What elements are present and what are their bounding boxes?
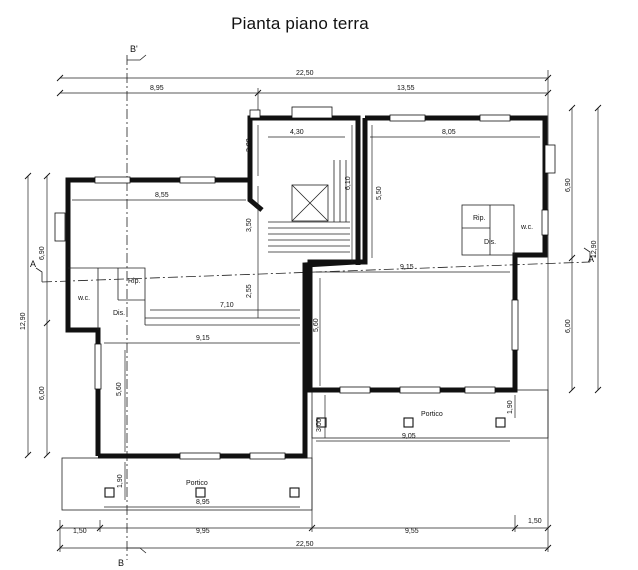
section-label-b-top: B'	[130, 44, 138, 54]
section-label-a-left: A	[30, 259, 36, 269]
dim-left-lower-height: 5,60	[116, 382, 123, 396]
page-title: Pianta piano terra	[231, 14, 369, 33]
dim-right-room-height: 5,50	[376, 186, 383, 200]
section-arrow-b-top	[127, 54, 147, 61]
section-axes: B' B A A'	[30, 44, 596, 568]
dim-left-outer-lower: 6,00	[39, 386, 46, 400]
dim-stair-h-mid: 3,50	[246, 218, 253, 232]
section-arrow-a-right	[583, 247, 591, 262]
section-label-b-bottom: B	[118, 558, 124, 568]
room-labels: Rip. w.c. Dis. Rip. Dis. w.c. Portico Po…	[77, 215, 533, 487]
room-label-portico-right: Portico	[421, 411, 443, 418]
pillar	[316, 417, 327, 428]
dim-bottom-total: 22,50	[296, 541, 314, 548]
portico-pillars	[104, 417, 506, 498]
dim-stair-h-top: 3,00	[246, 138, 253, 152]
pillar	[104, 487, 115, 498]
windows	[54, 106, 556, 460]
dim-lower-corridor: 7,10	[220, 302, 234, 309]
section-label-a-right: A'	[588, 254, 596, 264]
dim-right-outer-upper: 6,90	[565, 178, 572, 192]
dim-left-room-width: 8,55	[155, 192, 169, 199]
pillar	[195, 487, 206, 498]
room-label-rip-right: Rip.	[473, 215, 486, 222]
dim-right-outer-lower: 6,00	[565, 319, 572, 333]
dim-left-outer-upper: 6,90	[39, 246, 46, 260]
dim-right-outer-total: 12,90	[591, 240, 598, 258]
room-label-dis-right: Dis.	[484, 239, 496, 246]
dim-stair-h-low: 2,55	[246, 284, 253, 298]
staircase	[268, 160, 350, 253]
dim-portico-left-depth: 1,90	[117, 474, 124, 488]
room-label-wc-right: w.c.	[520, 224, 533, 231]
dimension-labels: 22,50 8,95 13,55 4,30 8,05 8,55 7,10 9,1…	[20, 70, 598, 548]
interior-dimensions	[72, 125, 540, 508]
walls	[65, 115, 548, 459]
dim-portico-right-margin: 1,90	[507, 400, 514, 414]
dim-portico-right-depth: 3,00	[316, 418, 323, 432]
pillar	[403, 417, 414, 428]
room-label-portico-left: Portico	[186, 480, 208, 487]
pillar	[289, 487, 300, 498]
dim-right-lower-height: 5,60	[313, 318, 320, 332]
room-label-wc-left: w.c.	[77, 295, 90, 302]
pillar	[495, 417, 506, 428]
dim-portico-right-width: 9,05	[402, 433, 416, 440]
room-label-rip-left: Rip.	[128, 278, 141, 285]
dim-stair-height: 6,10	[345, 176, 352, 190]
dim-right-room-width: 8,05	[442, 129, 456, 136]
dim-top-right: 13,55	[397, 85, 415, 92]
dim-portico-left-width: 8,95	[196, 499, 210, 506]
dim-right-lower-width: 9,15	[400, 264, 414, 271]
dim-bottom-right: 9,55	[405, 528, 419, 535]
dim-bottom-margin-left: 1,50	[73, 528, 87, 535]
dim-bottom-left: 9,95	[196, 528, 210, 535]
room-label-dis-left: Dis.	[113, 310, 125, 317]
dim-lower-left-width: 9,15	[196, 335, 210, 342]
section-arrow-b-bottom	[127, 547, 147, 554]
dim-bottom-margin-right: 1,50	[528, 518, 542, 525]
dim-left-outer-total: 12,90	[20, 312, 27, 330]
dim-top-left: 8,95	[150, 85, 164, 92]
dim-stair-width: 4,30	[290, 129, 304, 136]
section-arrow-a-left	[35, 267, 43, 282]
dim-top-total: 22,50	[296, 70, 314, 77]
